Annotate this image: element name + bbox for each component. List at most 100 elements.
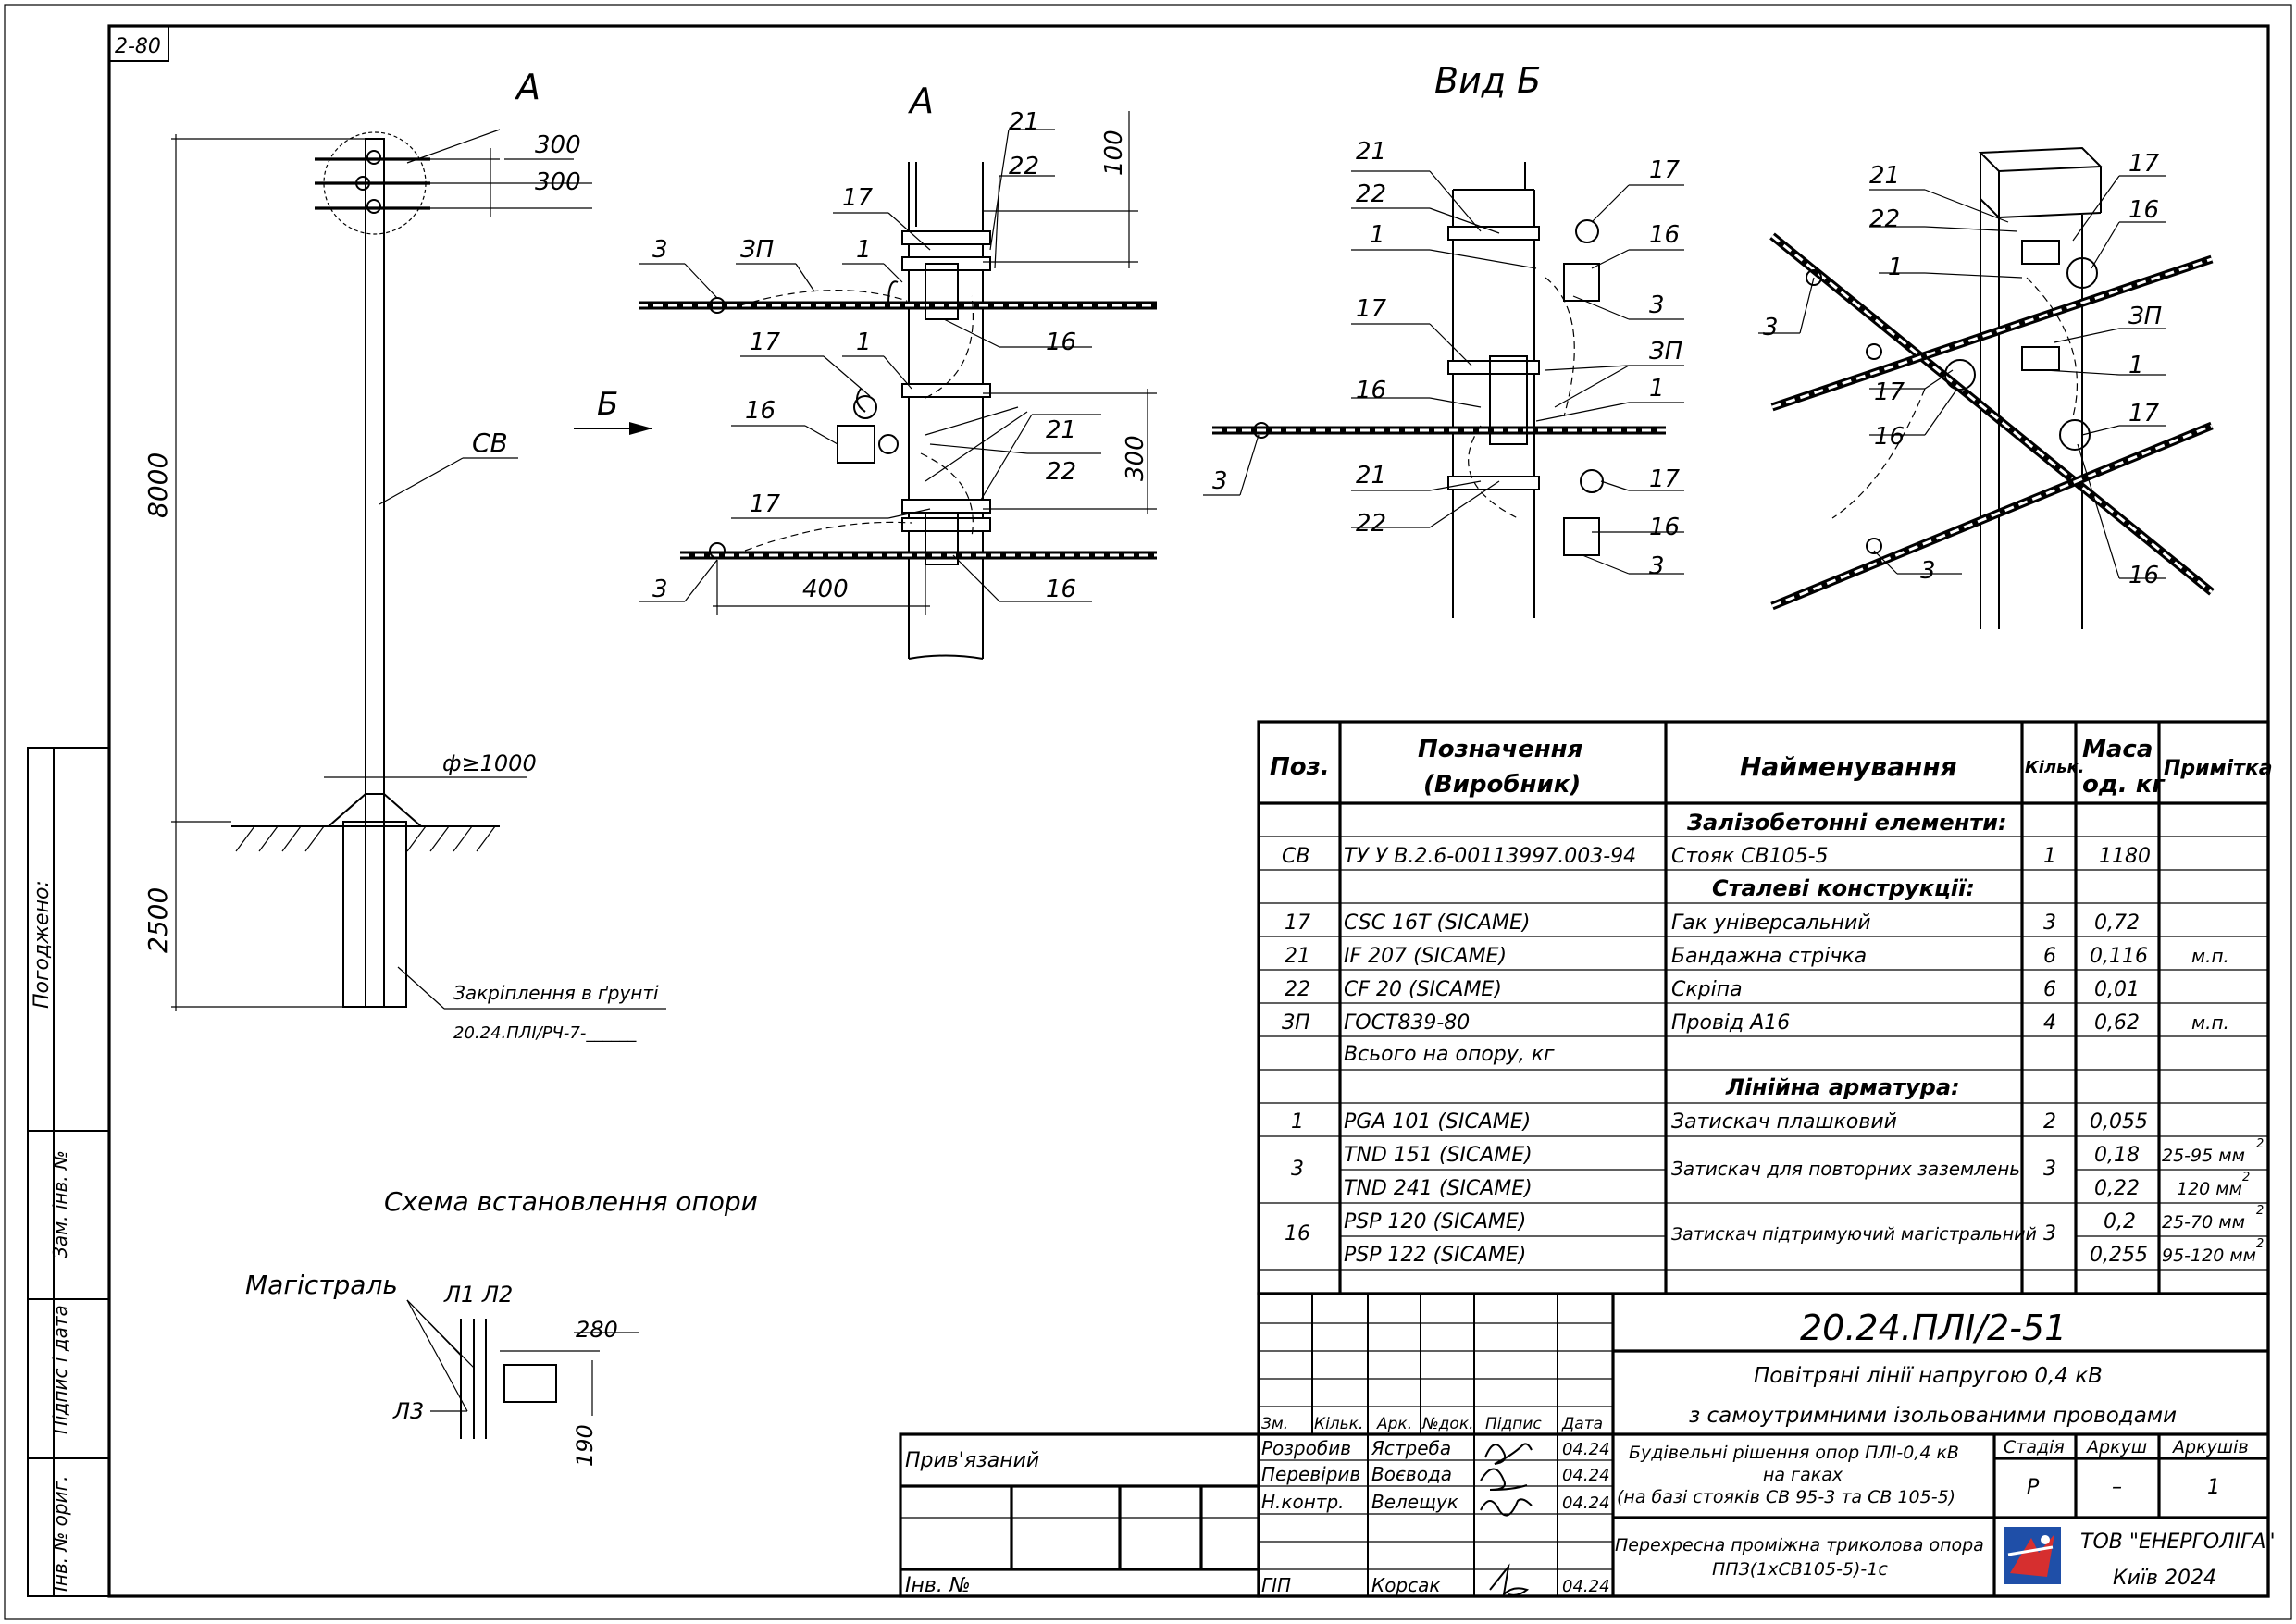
vb-callout-17-top: 17	[1649, 156, 1681, 184]
row-16-name: Затискач підтримуючий магістральний	[1671, 1224, 2037, 1245]
doc-code: 20.24.ПЛІ/2-51	[1800, 1308, 2066, 1348]
row-16-note: 25-70 мм	[2162, 1212, 2245, 1233]
row-22-designation: CF 20 (SICAME)	[1344, 978, 1502, 1001]
row-3-note2: 120 мм	[2177, 1179, 2242, 1199]
nkontr-name: Велещук	[1371, 1491, 1458, 1513]
section-linear: Лінійна арматура:	[1725, 1074, 1960, 1100]
col-ark: Арк.	[1376, 1415, 1412, 1433]
row-21-mass: 0,116	[2090, 945, 2148, 968]
vb-callout-3p: ЗП	[1649, 338, 1682, 366]
row-3p-qty: 4	[2043, 1011, 2056, 1035]
row-16-mass: 0,2	[2104, 1210, 2136, 1233]
title-line-1: Повітряні лінії напругою 0,4 кВ	[1754, 1364, 2103, 1388]
row-3-pos: 3	[1291, 1158, 1304, 1181]
pidpys-data-label: Підпис і дата	[49, 1305, 71, 1434]
row-21-pos: 21	[1285, 945, 1310, 968]
arkush-label: Аркуш	[2085, 1437, 2147, 1457]
iso-callout-17-mid: 17	[1874, 378, 1905, 406]
foundation-diameter: ф≥1000	[442, 750, 537, 776]
vb-callout-1-mid: 1	[1649, 375, 1665, 403]
hdr-designation-1: Позначення	[1418, 736, 1582, 763]
col-ndok: №док.	[1421, 1415, 1474, 1433]
inv-orig-label: Інв. № ориг.	[49, 1476, 71, 1592]
gip-role: ГІП	[1261, 1574, 1291, 1596]
hdr-qty: Кільк.	[2025, 758, 2085, 777]
iso-callout-17-bottom: 17	[2128, 400, 2160, 428]
view-a-label-main: А	[514, 67, 540, 107]
dim-300-detail: 300	[1122, 435, 1149, 481]
hdr-name: Найменування	[1740, 751, 1957, 782]
callout-22-top: 22	[1009, 153, 1039, 180]
row-3-designation: TND 151 (SICAME)	[1344, 1144, 1533, 1167]
row-16-designation: PSP 120 (SICAME)	[1344, 1210, 1526, 1233]
row-16-note2: 95-120 мм	[2162, 1246, 2256, 1266]
drawing-line-1: Перехресна проміжна триколова опора	[1615, 1535, 1984, 1556]
drawing-line-2: ППЗ(1хСВ105-5)-1с	[1712, 1559, 1888, 1580]
nkontr-role: Н.контр.	[1261, 1491, 1345, 1513]
callout-22-mid: 22	[1046, 458, 1076, 486]
subject-line-2: на гаках	[1763, 1465, 1843, 1485]
callout-16-top: 16	[1046, 329, 1076, 356]
iso-callout-1-mid: 1	[2128, 352, 2144, 379]
pereviryv-name: Воєвода	[1371, 1463, 1452, 1485]
row-sv-qty: 1	[2043, 845, 2056, 868]
row-21-name: Бандажна стрічка	[1671, 945, 1867, 968]
view-a-label-detail: А	[907, 81, 934, 121]
pereviryv-role: Перевірив	[1261, 1463, 1360, 1485]
row-22-mass: 0,01	[2094, 978, 2140, 1001]
row-22-qty: 6	[2043, 978, 2056, 1001]
callout-3p-top: ЗП	[740, 236, 774, 264]
signature-pereviryv	[1480, 1468, 1528, 1491]
iso-callout-21: 21	[1869, 162, 1900, 190]
subject-line-1: Будівельні рішення опор ПЛІ-0,4 кВ	[1629, 1443, 1959, 1463]
pogodzheno-label: Погоджено:	[31, 880, 54, 1009]
iso-callout-3-bottom: 3	[1920, 557, 1936, 585]
row-16-note-sup: 2	[2256, 1204, 2264, 1218]
foundation-note: Закріплення в ґрунті	[453, 982, 659, 1004]
l1l2-label: Л1 Л2	[443, 1282, 513, 1308]
inv-no-label: Інв. №	[905, 1574, 971, 1597]
hdr-mass-1: Маса	[2082, 736, 2153, 763]
iso-callout-16-top: 16	[2128, 196, 2159, 224]
col-pidpys: Підпис	[1485, 1415, 1542, 1433]
title-block: Прив'язаний Інв. № Зм. Кільк. Арк. №	[899, 1292, 2276, 1598]
arrow-b-label: Б	[597, 386, 618, 423]
iso-callout-3-top: 3	[1763, 314, 1779, 341]
dim-100: 100	[1100, 130, 1128, 176]
sheet-code: 2-80	[115, 35, 161, 58]
vb-callout-3-left: 3	[1212, 467, 1228, 495]
callout-16-bottom: 16	[1046, 576, 1076, 603]
row-17-mass: 0,72	[2094, 911, 2140, 935]
row-1-qty: 2	[2043, 1110, 2056, 1134]
row-total-designation: Всього на опору, кг	[1344, 1043, 1555, 1066]
callout-16-mid: 16	[745, 397, 776, 425]
hdr-pos: Поз.	[1270, 753, 1330, 781]
signature-razrobyv	[1484, 1443, 1533, 1465]
row-sv-mass: 1180	[2099, 845, 2151, 868]
iso-callout-22: 22	[1869, 205, 1900, 233]
vb-callout-16-mid: 16	[1356, 377, 1386, 404]
row-3-designation2: TND 241 (SICAME)	[1344, 1177, 1533, 1200]
callout-1-mid: 1	[856, 329, 872, 356]
row-1-pos: 1	[1291, 1110, 1304, 1134]
arkush-value: –	[2112, 1476, 2122, 1499]
isometric-view: 21 22 1 3 17 16 ЗП 1 17 16 17 3 16	[1758, 146, 2215, 629]
company-logo	[2004, 1527, 2061, 1584]
dim-190: 190	[572, 1424, 598, 1467]
razrobyv-role: Розробив	[1261, 1437, 1351, 1459]
row-1-mass: 0,055	[2090, 1110, 2148, 1134]
dim-280: 280	[576, 1317, 618, 1343]
row-3-qty: 3	[2043, 1158, 2056, 1181]
hdr-mass-2: од. кг	[2082, 771, 2166, 799]
gip-name: Корсак	[1371, 1574, 1440, 1596]
row-16-mass2: 0,255	[2090, 1244, 2148, 1267]
vb-callout-1: 1	[1370, 221, 1385, 249]
arkushiv-label: Аркушів	[2171, 1437, 2249, 1457]
magistral-label: Магістраль	[245, 1270, 398, 1300]
callout-3-top: 3	[652, 236, 668, 264]
hdr-designation-2: (Виробник)	[1423, 771, 1581, 799]
callout-17-bottom: 17	[750, 490, 781, 518]
vb-callout-22: 22	[1356, 180, 1386, 208]
razrobyv-date: 04.24	[1562, 1440, 1610, 1459]
